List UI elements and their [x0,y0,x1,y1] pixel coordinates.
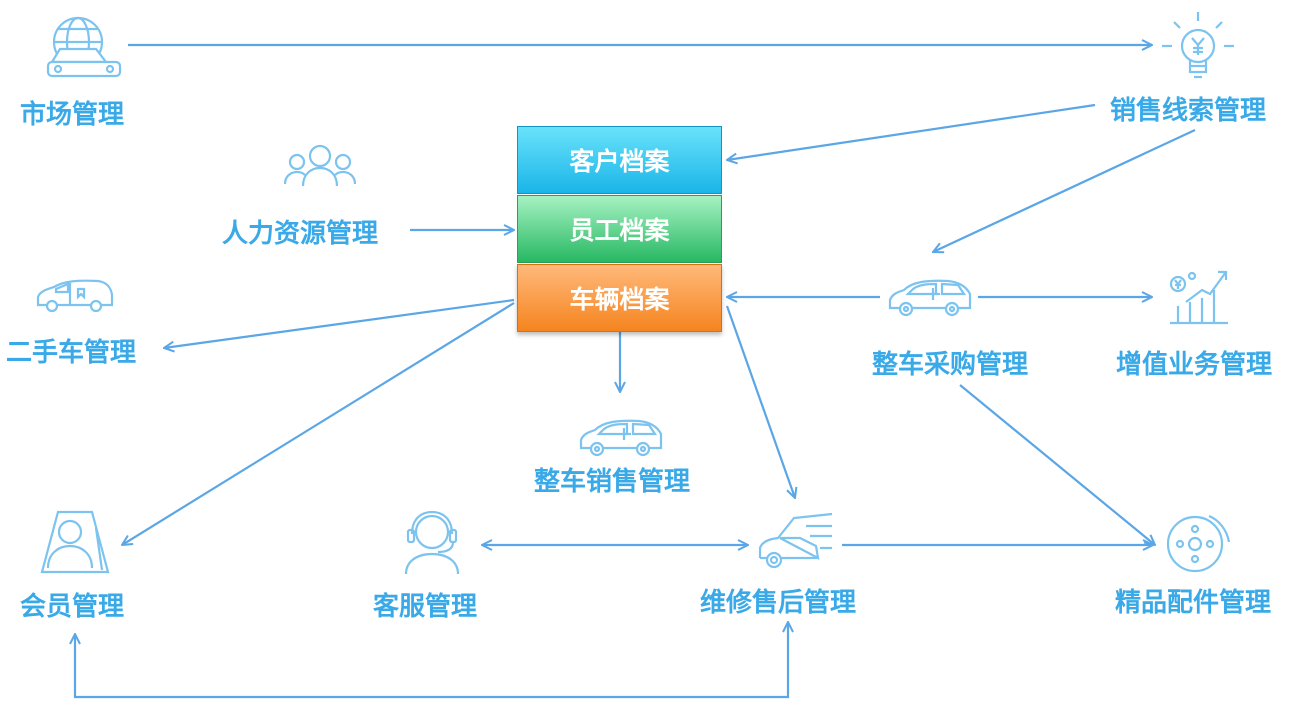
value-added-label: 增值业务管理 [1116,350,1273,380]
arrow-leads-to-customer [727,103,1096,160]
customer-service-label: 客服管理 [373,592,478,622]
member-management-label: 会员管理 [20,592,125,622]
wheel-icon [1166,514,1231,573]
customer-archive-label: 客户档案 [569,147,670,176]
headset-agent-icon [404,510,460,575]
sales-leads-label: 销售线索管理 [1110,96,1267,126]
arrow-vehicle-to-aftersales [725,305,795,498]
globe-car-icon [46,16,122,78]
employee-archive-label: 员工档案 [569,216,670,245]
lightbulb-yen-icon [1162,12,1234,79]
vehicle-sales-label: 整车销售管理 [534,467,691,497]
market-management-label: 市场管理 [20,100,125,130]
parts-management-label: 精品配件管理 [1115,588,1272,618]
customer-archive-block[interactable]: 客户档案 [517,126,722,194]
arrow-leads-to-purchase [933,129,1196,252]
arrow-member-aftersales [75,622,788,699]
driver-icon [40,510,110,574]
hr-management-label: 人力资源管理 [222,219,379,249]
car-icon [579,419,663,457]
arrow-vehicle-to-usedcar [164,298,515,348]
car-icon [888,279,972,317]
car-repair-icon [758,512,833,569]
van-icon [36,279,114,313]
vehicle-archive-block[interactable]: 车辆档案 [517,264,722,332]
vehicle-purchase-label: 整车采购管理 [872,350,1029,380]
arrow-vehicle-to-member [122,302,515,545]
growth-chart-icon [1169,270,1228,325]
used-car-management-label: 二手车管理 [6,338,137,368]
vehicle-archive-label: 车辆档案 [569,285,670,314]
arrow-purchase-to-parts [959,384,1155,545]
after-sales-label: 维修售后管理 [700,588,857,618]
people-group-icon [283,144,357,187]
employee-archive-block[interactable]: 员工档案 [517,195,722,263]
